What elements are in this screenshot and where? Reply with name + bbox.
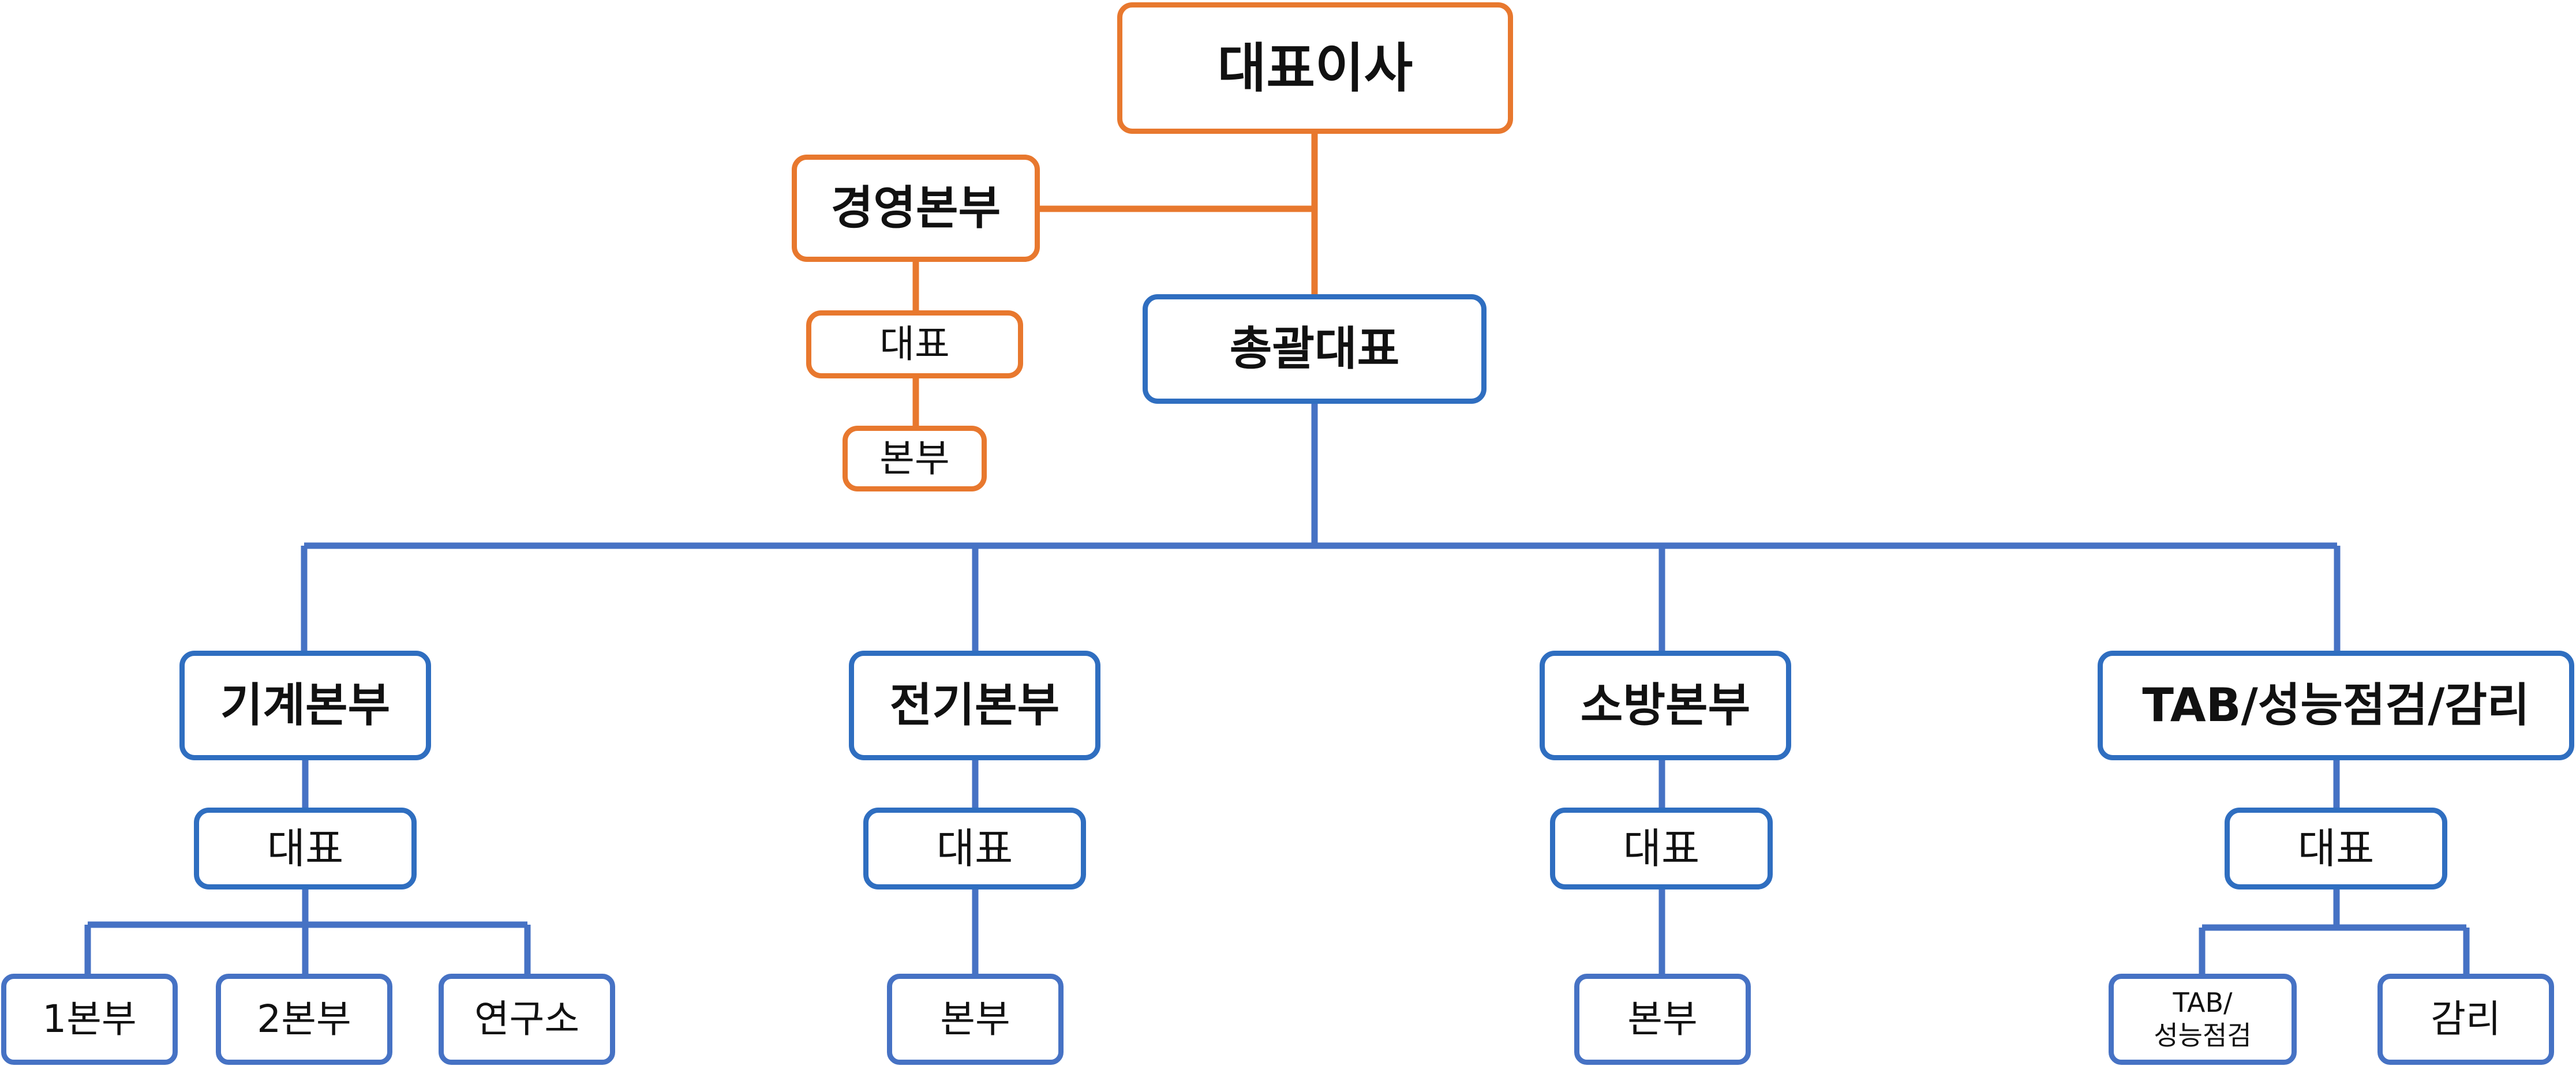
fire-rep-box: 대표	[1550, 808, 1773, 889]
electrical-rep-label: 대표	[936, 824, 1013, 873]
mechanical-dept1-label: 1본부	[42, 996, 137, 1041]
tab-dept-box: TAB/ 성능점검	[2109, 974, 2297, 1065]
management-rep-box: 대표	[806, 310, 1023, 378]
mechanical-rep-box: 대표	[194, 808, 417, 889]
mechanical-dept1-box: 1본부	[1, 974, 178, 1065]
management-dept-box: 본부	[843, 426, 987, 491]
electrical-dept-label: 본부	[940, 996, 1010, 1041]
electrical-hq-box: 전기본부	[849, 651, 1100, 760]
fire-hq-label: 소방본부	[1580, 678, 1751, 732]
mechanical-lab-label: 연구소	[474, 996, 580, 1041]
ceo-label: 대표이사	[1217, 37, 1413, 99]
mechanical-rep-label: 대표	[267, 824, 344, 873]
management-rep-label: 대표	[879, 321, 950, 366]
fire-hq-box: 소방본부	[1540, 651, 1791, 760]
management-hq-label: 경영본부	[830, 181, 1001, 235]
mechanical-lab-box: 연구소	[439, 974, 615, 1065]
fire-dept-box: 본부	[1574, 974, 1751, 1065]
electrical-rep-box: 대표	[863, 808, 1086, 889]
mechanical-hq-label: 기계본부	[220, 678, 391, 732]
mechanical-hq-box: 기계본부	[179, 651, 431, 760]
mechanical-dept2-box: 2본부	[216, 974, 392, 1065]
tab-dept-label: TAB/ 성능점검	[2154, 986, 2252, 1052]
general-rep-label: 총괄대표	[1229, 322, 1400, 376]
tab-rep-box: 대표	[2225, 808, 2447, 889]
general-rep-box: 총괄대표	[1143, 294, 1487, 404]
fire-rep-label: 대표	[1623, 824, 1700, 873]
blue-connectors	[84, 401, 2470, 975]
electrical-hq-label: 전기본부	[889, 678, 1060, 732]
tab-rep-label: 대표	[2297, 824, 2375, 873]
fire-dept-label: 본부	[1627, 996, 1698, 1041]
orange-connectors	[912, 134, 1318, 427]
management-dept-label: 본부	[879, 436, 950, 481]
mechanical-dept2-label: 2본부	[257, 996, 351, 1041]
tab-supervision-box: 감리	[2377, 974, 2554, 1065]
ceo-box: 대표이사	[1117, 2, 1513, 134]
management-hq-box: 경영본부	[792, 155, 1040, 262]
tab-supervision-label: 감리	[2431, 996, 2501, 1041]
electrical-dept-box: 본부	[887, 974, 1064, 1065]
tab-hq-box: TAB/성능점검/감리	[2098, 651, 2574, 760]
tab-hq-label: TAB/성능점검/감리	[2142, 678, 2530, 732]
